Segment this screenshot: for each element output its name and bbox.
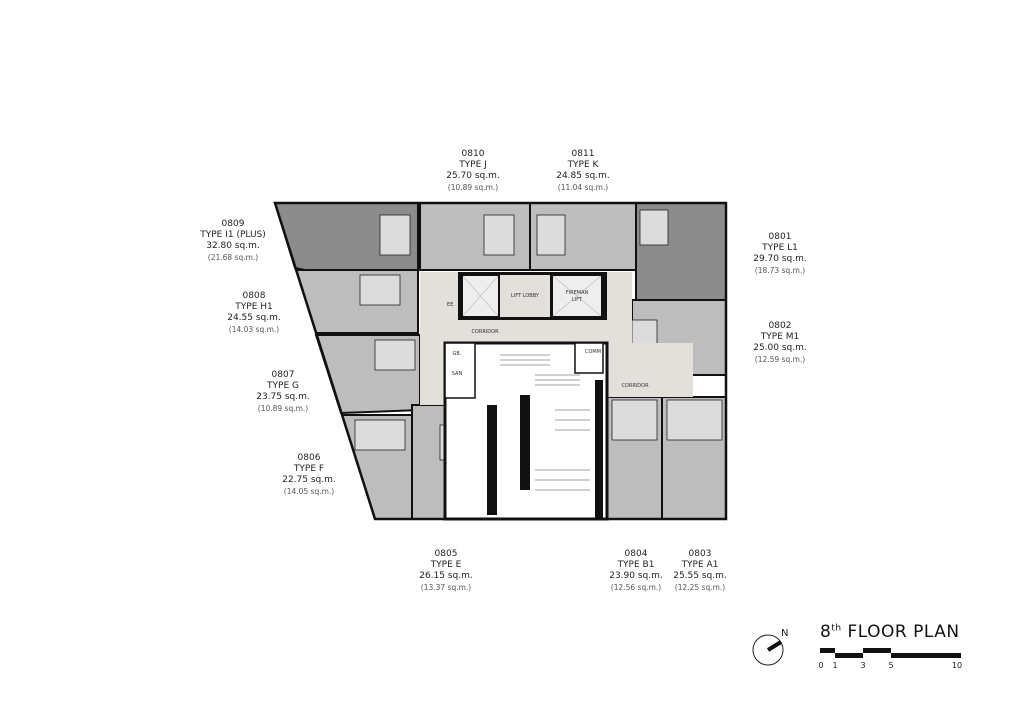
comm-room: [574, 342, 604, 374]
scale-tick: 1: [832, 661, 838, 670]
room-comm: COMM: [584, 349, 602, 355]
room-fireman-lift-1: FIREMAN: [565, 290, 589, 296]
scale-tick: 10: [951, 661, 963, 670]
scale-bar: [820, 648, 961, 658]
room-ee: EE.: [447, 302, 455, 308]
north-label: N: [781, 628, 789, 639]
room-fireman-lift-2: LIFT: [571, 297, 583, 303]
room-corridor: CORRIDOR: [471, 329, 499, 335]
room-san: SAN: [451, 371, 463, 377]
stairs: [500, 354, 590, 491]
north-arrow-icon: [752, 634, 784, 666]
plan-title: 8th FLOOR PLAN: [820, 622, 960, 642]
lift-left: [462, 275, 499, 317]
building-outline: [273, 201, 728, 521]
lift-lobby: [500, 275, 550, 317]
scale-tick: 0: [818, 661, 824, 670]
room-gb: GB.: [452, 351, 462, 357]
room-lift-lobby: LIFT LOBBY: [511, 293, 539, 299]
scale-tick: 3: [860, 661, 866, 670]
service-rooms: [444, 342, 476, 399]
lift-fireman: [552, 275, 602, 317]
scale-tick: 5: [888, 661, 894, 670]
room-corridor-east: CORRIDOR: [621, 383, 649, 389]
